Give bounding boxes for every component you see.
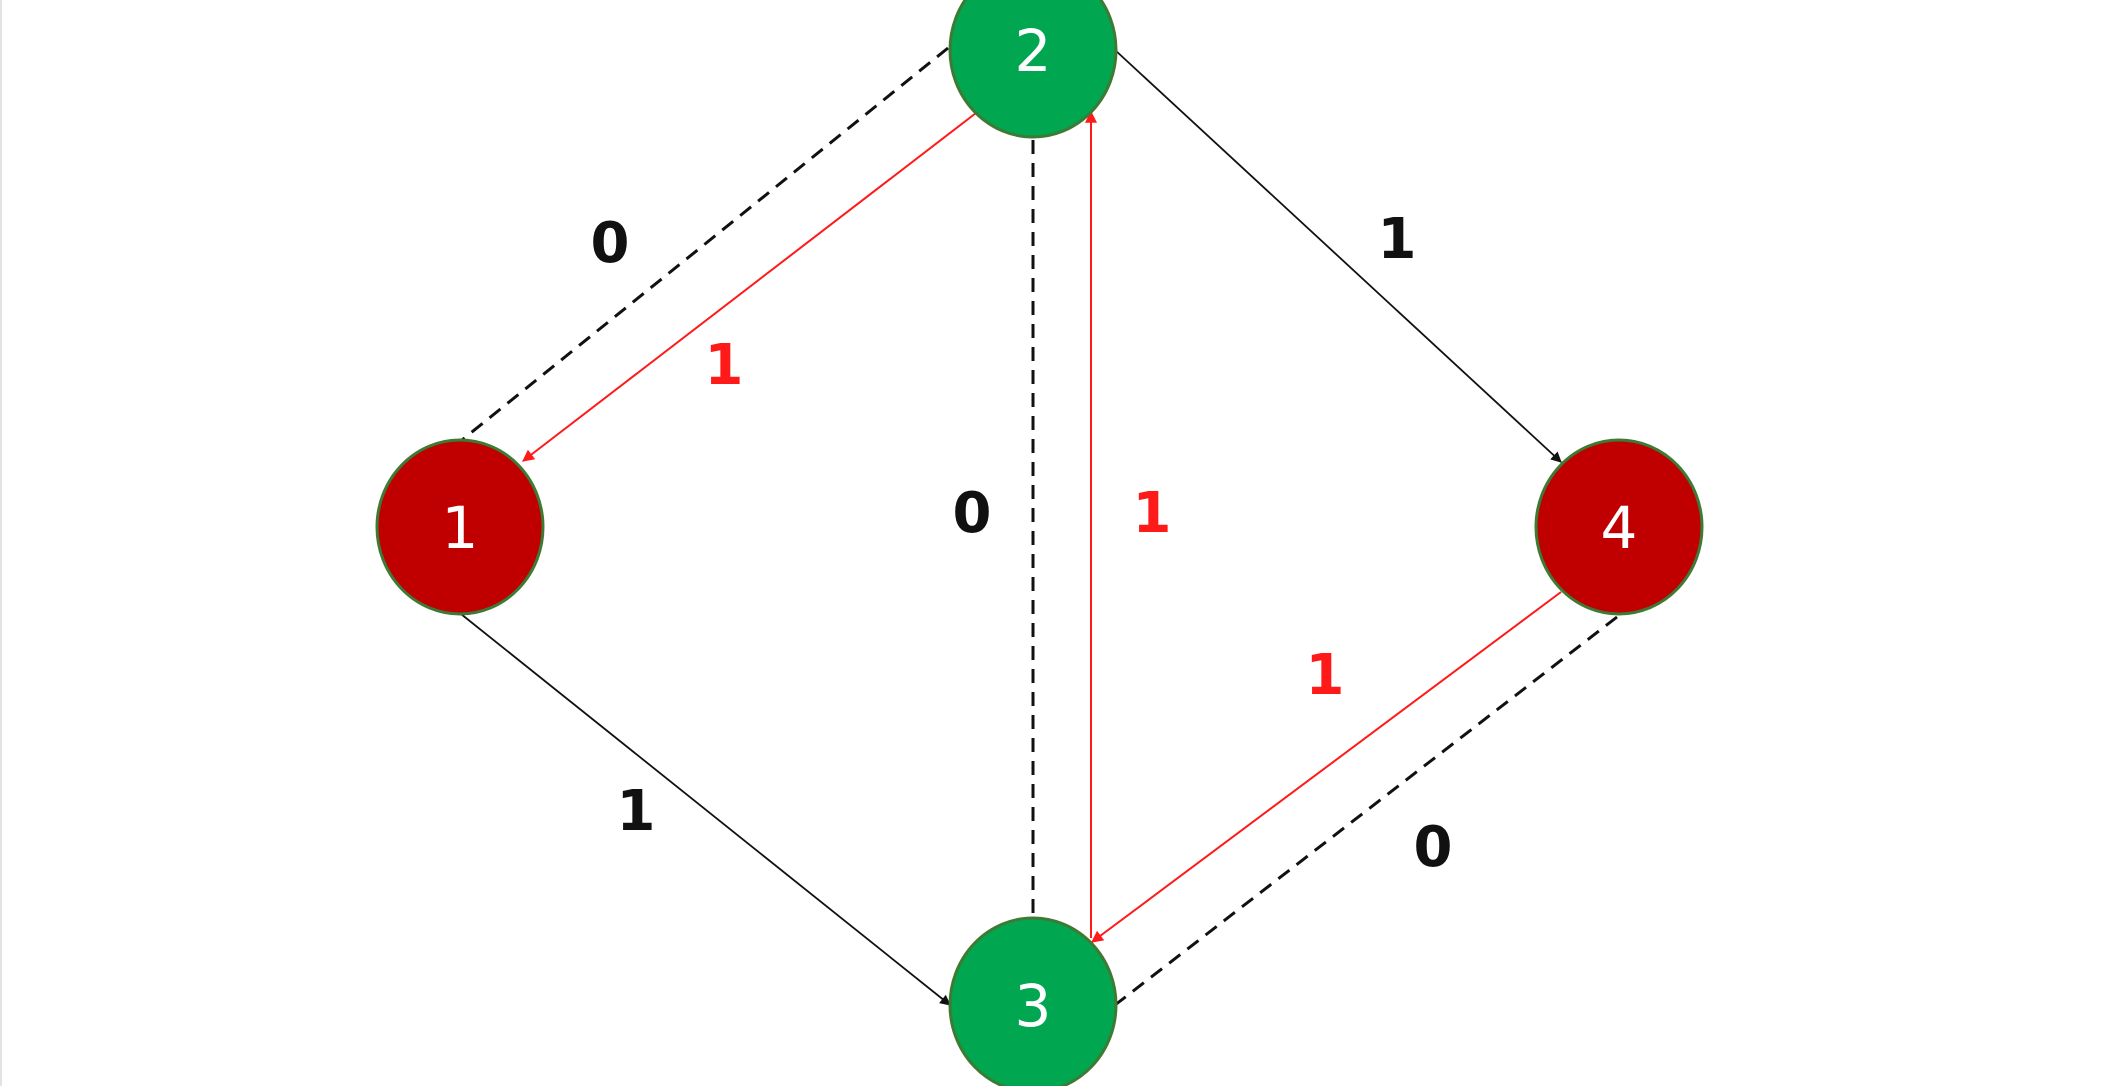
node-3-label: 3 xyxy=(1015,972,1052,1040)
edge-2-1-dashed xyxy=(461,46,949,442)
left-border xyxy=(0,0,2,1086)
node-1: 1 xyxy=(375,438,545,616)
edge-4-3-dashed xyxy=(1114,615,1618,1007)
node-2-label: 2 xyxy=(1015,17,1052,85)
node-2-circle xyxy=(948,0,1118,139)
node-4: 4 xyxy=(1534,438,1704,616)
edge-1-3 xyxy=(460,613,951,1006)
edge-label-4-3-dashed: 0 xyxy=(1414,815,1453,880)
edge-label-2-1-red: 1 xyxy=(705,333,744,398)
node-3-circle xyxy=(948,916,1118,1086)
node-1-circle xyxy=(375,438,545,616)
edge-label-4-3-red: 1 xyxy=(1306,643,1345,708)
node-3: 3 xyxy=(948,916,1118,1086)
edge-label-1-3: 1 xyxy=(617,779,656,844)
node-2: 2 xyxy=(948,0,1118,139)
node-1-label: 1 xyxy=(442,494,479,562)
edge-label-2-4: 1 xyxy=(1378,207,1417,272)
node-4-circle xyxy=(1534,438,1704,616)
edge-2-4 xyxy=(1114,49,1562,463)
edge-label-2-3-dashed: 0 xyxy=(953,481,992,546)
edge-label-2-1-dashed: 0 xyxy=(591,211,630,276)
edge-label-3-2-red: 1 xyxy=(1133,481,1172,546)
edge-4-3-red xyxy=(1091,591,1562,943)
edge-2-1-red xyxy=(522,112,977,462)
node-4-label: 4 xyxy=(1601,494,1638,562)
